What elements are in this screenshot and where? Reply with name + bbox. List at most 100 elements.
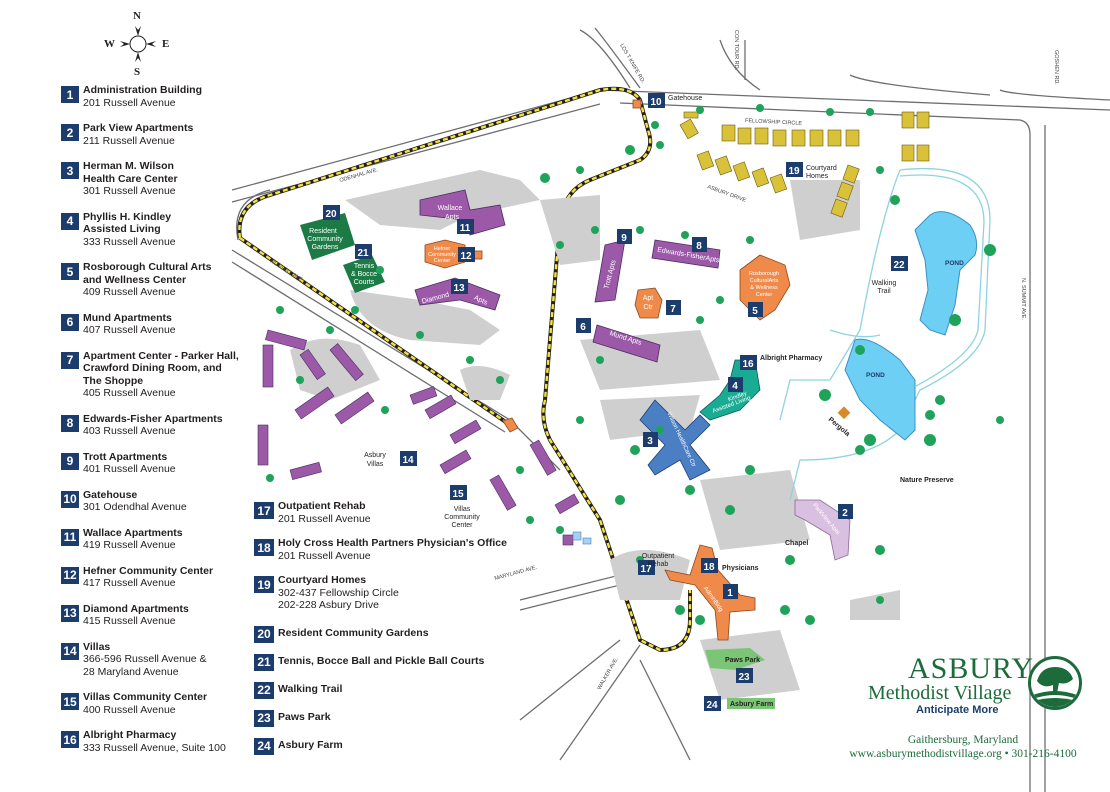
svg-text:POND: POND <box>866 372 885 379</box>
number-badge: 21 <box>254 653 274 671</box>
svg-text:Apts: Apts <box>445 214 460 221</box>
number-badge: 4 <box>61 212 79 230</box>
compass-n: N <box>133 10 141 22</box>
number-badge: 11 <box>61 528 79 546</box>
number-badge: 24 <box>254 737 274 755</box>
tree-emblem-icon <box>1028 656 1082 710</box>
svg-text:5: 5 <box>752 306 758 317</box>
odendhal-north-edge <box>599 89 1110 111</box>
number-badge: 23 <box>254 709 274 727</box>
compass-rose: N S W E <box>100 8 180 80</box>
number-badge: 2 <box>61 124 79 141</box>
number-badge: 8 <box>61 414 79 432</box>
svg-text:11: 11 <box>460 223 471 234</box>
svg-text:& Wellness: & Wellness <box>750 285 778 291</box>
svg-text:8: 8 <box>696 241 702 252</box>
svg-text:Villas: Villas <box>454 506 471 513</box>
svg-text:Community: Community <box>444 514 480 521</box>
svg-text:ASBURY DRIVE: ASBURY DRIVE <box>706 184 747 204</box>
svg-text:Center: Center <box>451 522 473 529</box>
svg-text:2: 2 <box>842 508 848 519</box>
number-badge: 5 <box>61 263 79 280</box>
svg-text:4: 4 <box>732 381 738 392</box>
number-badge: 9 <box>61 452 79 470</box>
svg-text:Pergola: Pergola <box>827 416 851 438</box>
logo-subtitle: Methodist Village <box>868 682 1012 704</box>
svg-text:Rosborough: Rosborough <box>749 271 779 277</box>
location-text: Gaithersburg, Maryland <box>907 734 1019 746</box>
number-badge: 12 <box>61 566 79 584</box>
svg-text:Outpatient: Outpatient <box>642 553 674 560</box>
svg-text:13: 13 <box>453 283 465 294</box>
svg-text:Asbury: Asbury <box>364 452 386 459</box>
svg-text:Trail: Trail <box>877 288 891 295</box>
compass-e: E <box>162 38 170 50</box>
svg-text:Community: Community <box>307 236 343 243</box>
svg-text:Paws Park: Paws Park <box>725 657 760 664</box>
svg-text:15: 15 <box>452 489 464 500</box>
logo-tagline: Anticipate More <box>916 704 999 716</box>
svg-text:GOSHEN RD.: GOSHEN RD. <box>1053 50 1059 85</box>
website-phone-link[interactable]: www.asburymethodistvillage.org • 301-216… <box>849 748 1077 760</box>
svg-text:Chapel: Chapel <box>785 540 808 547</box>
number-badge: 10 <box>61 490 79 508</box>
svg-text:3: 3 <box>647 436 653 447</box>
svg-text:Tennis: Tennis <box>354 263 375 270</box>
svg-text:18: 18 <box>703 562 715 573</box>
svg-text:FELLOWSHIP CIRCLE: FELLOWSHIP CIRCLE <box>745 118 803 127</box>
svg-text:Center: Center <box>434 258 451 264</box>
svg-text:Apt: Apt <box>643 295 654 302</box>
svg-text:21: 21 <box>357 248 369 259</box>
svg-text:1: 1 <box>727 588 733 599</box>
svg-text:Albright Pharmacy: Albright Pharmacy <box>760 355 822 362</box>
number-badge: 1 <box>61 86 79 103</box>
svg-text:Courtyard: Courtyard <box>806 165 837 172</box>
compass-s: S <box>134 66 141 78</box>
svg-text:Resident: Resident <box>309 228 337 235</box>
svg-text:9: 9 <box>621 233 627 244</box>
number-badge: 17 <box>254 502 274 519</box>
svg-text:24: 24 <box>706 700 718 711</box>
number-badge: 7 <box>61 351 79 369</box>
svg-text:Center: Center <box>756 292 773 298</box>
svg-text:12: 12 <box>460 251 472 262</box>
number-badge: 22 <box>254 681 274 699</box>
svg-text:CulturalArts: CulturalArts <box>750 278 779 284</box>
number-badge: 19 <box>254 576 274 593</box>
svg-text:Community: Community <box>428 252 456 258</box>
svg-text:Courts: Courts <box>354 279 375 286</box>
svg-text:Ctr: Ctr <box>643 304 653 311</box>
svg-text:Wallace: Wallace <box>438 205 463 212</box>
svg-text:Villas: Villas <box>367 461 384 468</box>
contact-info: Gaithersburg, Maryland www.asburymethodi… <box>838 733 1088 761</box>
svg-text:N. SUMMIT AVE.: N. SUMMIT AVE. <box>1020 278 1026 320</box>
svg-text:Nature Preserve: Nature Preserve <box>900 477 954 484</box>
svg-text:6: 6 <box>580 322 586 333</box>
